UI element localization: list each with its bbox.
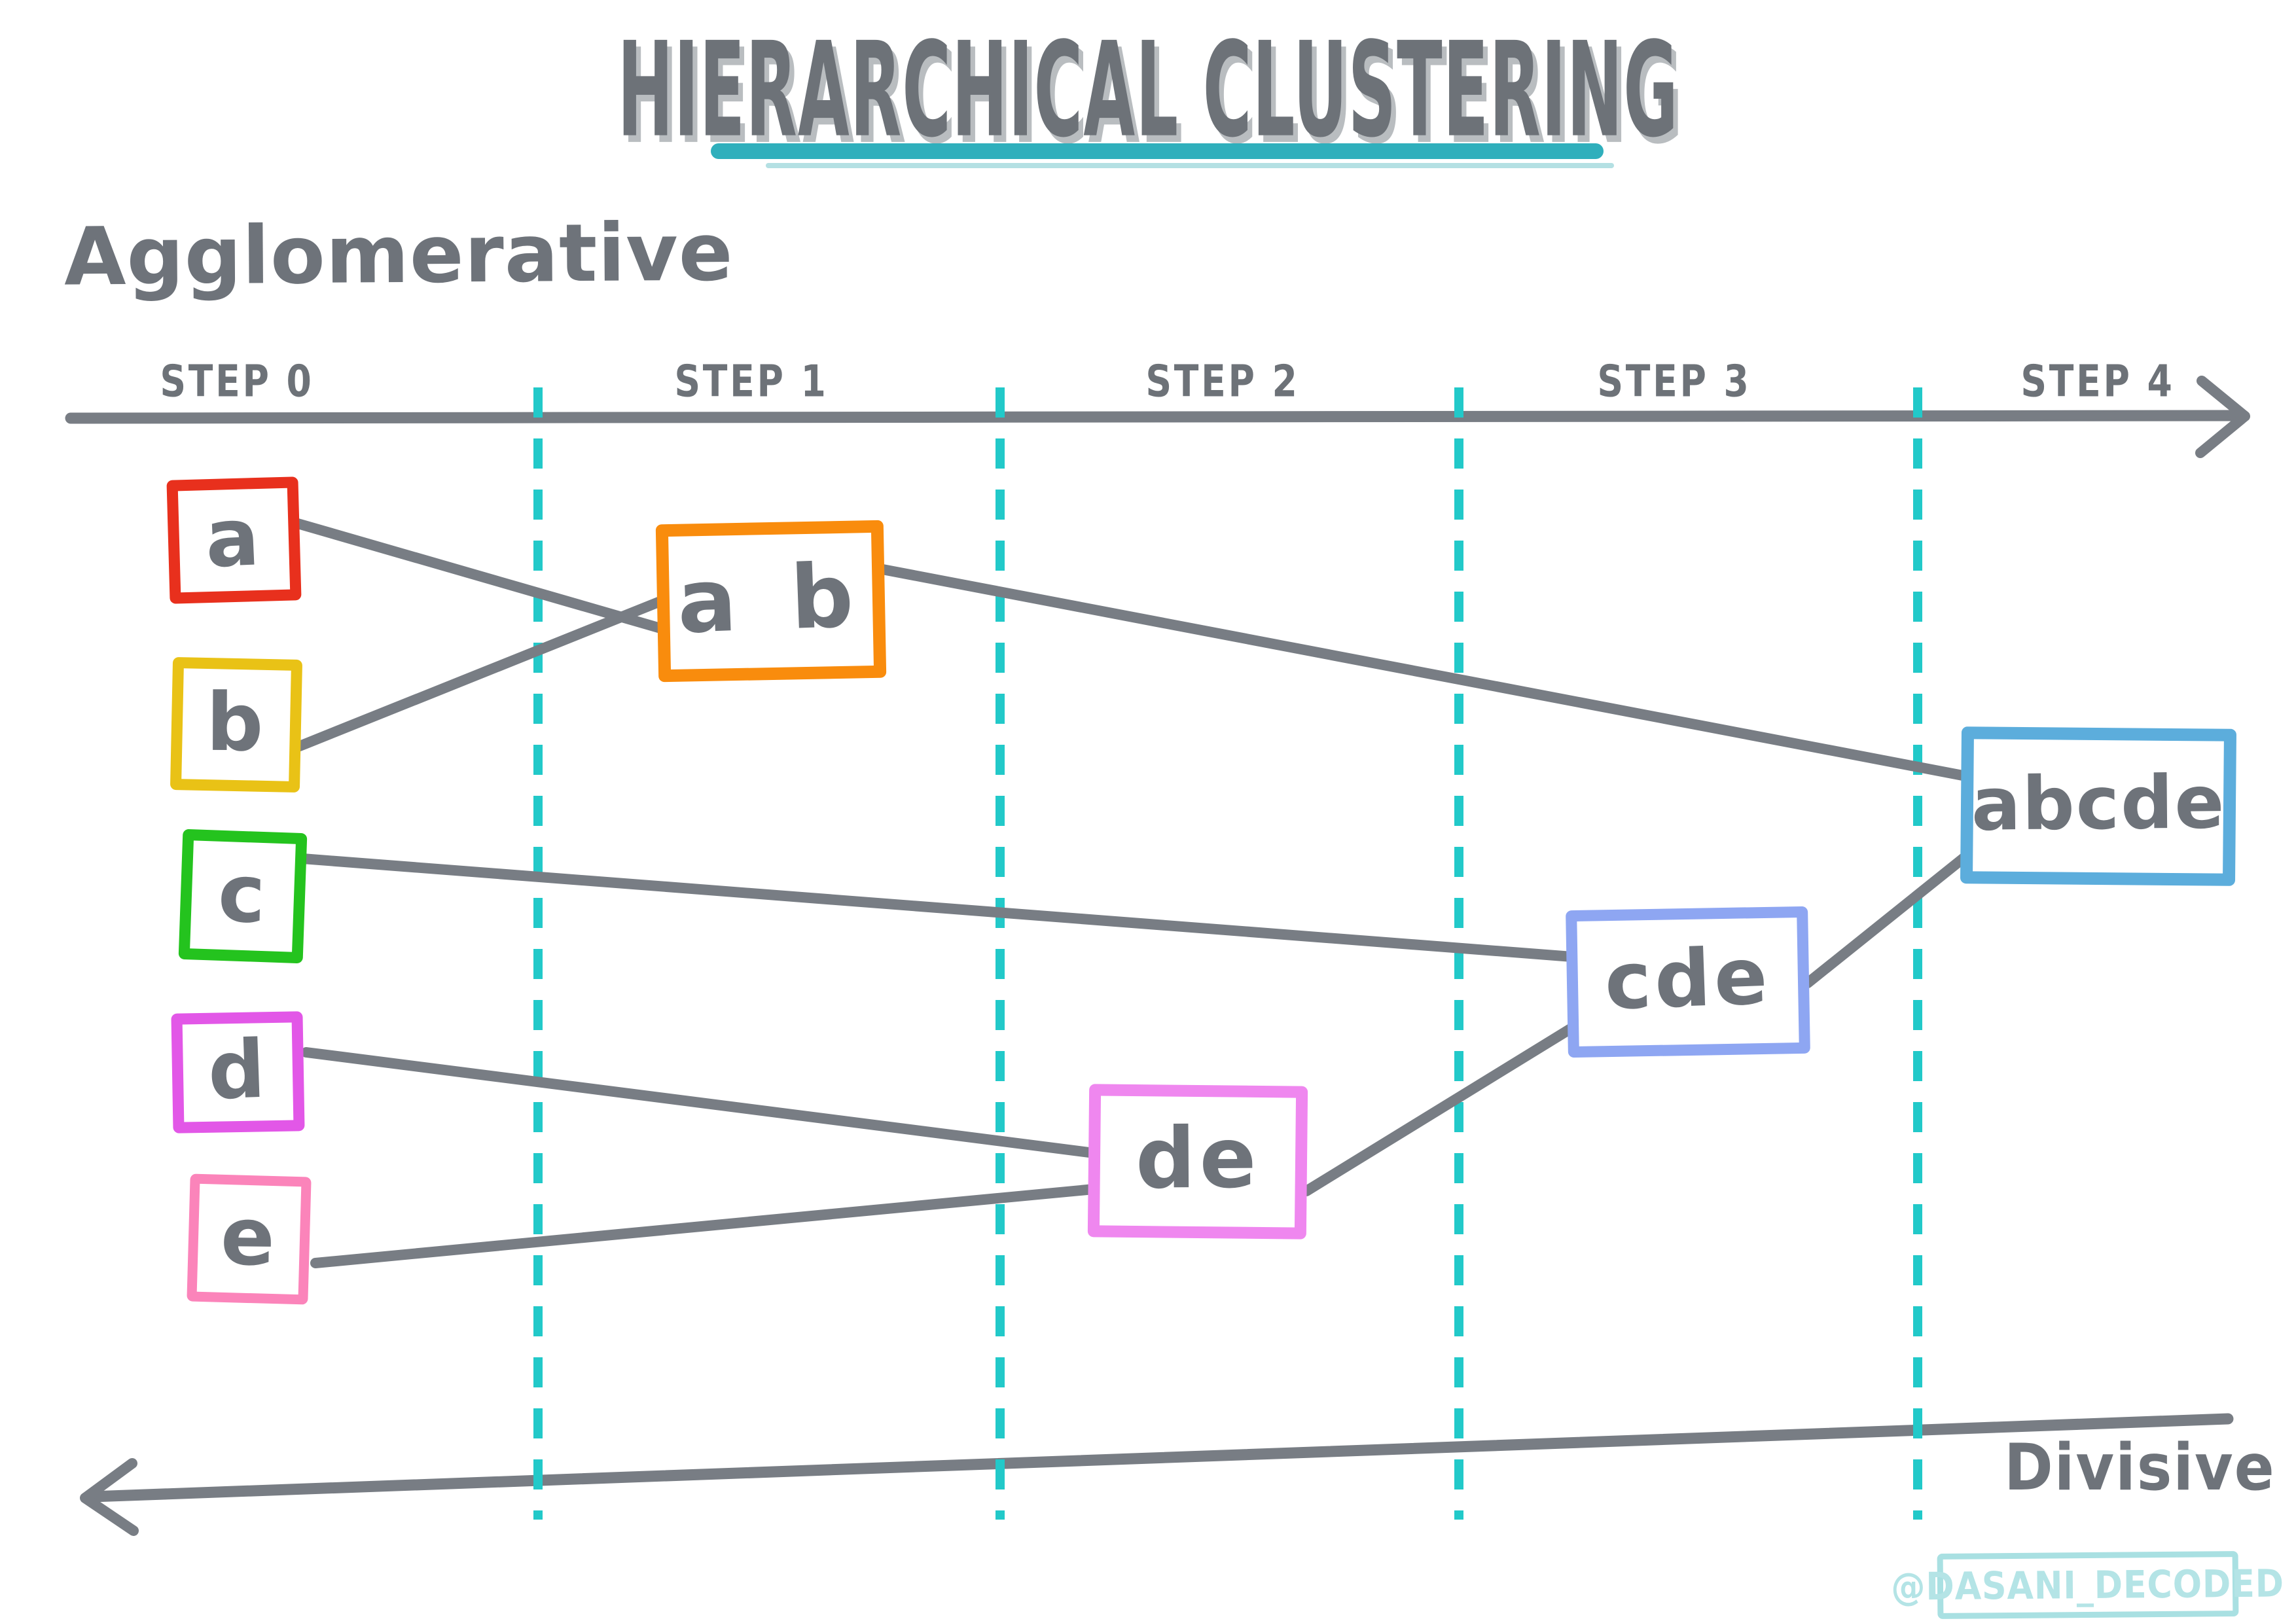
step-label-4: STEP 4: [2020, 355, 2175, 408]
edge-e-de: [310, 1183, 1106, 1268]
step-label-2: STEP 2: [1145, 355, 1300, 408]
step-label-3: STEP 3: [1597, 355, 1751, 408]
cluster-label-b: b: [206, 675, 266, 769]
cluster-box-c: c: [178, 829, 308, 964]
watermark-text: @DASANI_DECODED: [1891, 1561, 2285, 1609]
cluster-label-c: c: [217, 846, 269, 941]
step-label-0: STEP 0: [160, 355, 314, 408]
cluster-label-e: e: [220, 1190, 278, 1283]
title-block: HIERARCHICAL CLUSTERING: [0, 14, 2296, 167]
cluster-label-ab: a b: [675, 544, 867, 653]
title-underline: [711, 143, 1604, 159]
watermark-badge: @DASANI_DECODED: [1891, 1550, 2285, 1620]
title-underline-echo: [766, 163, 1614, 168]
cluster-label-d: d: [206, 1022, 270, 1118]
cluster-box-a: a: [166, 476, 302, 604]
cluster-box-d: d: [171, 1011, 305, 1133]
cluster-label-abcde: abcde: [1971, 760, 2226, 847]
edge-a-ab: [293, 518, 670, 635]
edge-c-cde: [297, 853, 1577, 962]
edge-de-cde: [1301, 1021, 1580, 1196]
cluster-box-de: de: [1087, 1084, 1308, 1240]
page-title: HIERARCHICAL CLUSTERING: [617, 14, 1679, 167]
cluster-box-b: b: [170, 656, 303, 793]
edge-d-de: [301, 1047, 1100, 1158]
divisive-label: Divisive: [2004, 1431, 2276, 1505]
edge-ab-abcde: [870, 563, 1971, 781]
agglomerative-timeline: [65, 410, 2248, 424]
cluster-label-de: de: [1135, 1109, 1261, 1208]
cluster-box-ab: a b: [655, 520, 887, 683]
cluster-label-cde: cde: [1603, 931, 1772, 1027]
cluster-box-abcde: abcde: [1960, 726, 2237, 886]
edge-b-ab: [295, 594, 670, 751]
divisive-timeline: [86, 1413, 2234, 1503]
agglomerative-arrowhead-icon: [2195, 376, 2250, 458]
cluster-label-a: a: [203, 490, 264, 586]
cluster-box-e: e: [187, 1173, 312, 1305]
cluster-box-cde: cde: [1566, 906, 1810, 1058]
divisive-arrowhead-icon: [80, 1458, 139, 1536]
edge-cde-abcde: [1803, 851, 1971, 988]
step-label-1: STEP 1: [674, 355, 829, 408]
